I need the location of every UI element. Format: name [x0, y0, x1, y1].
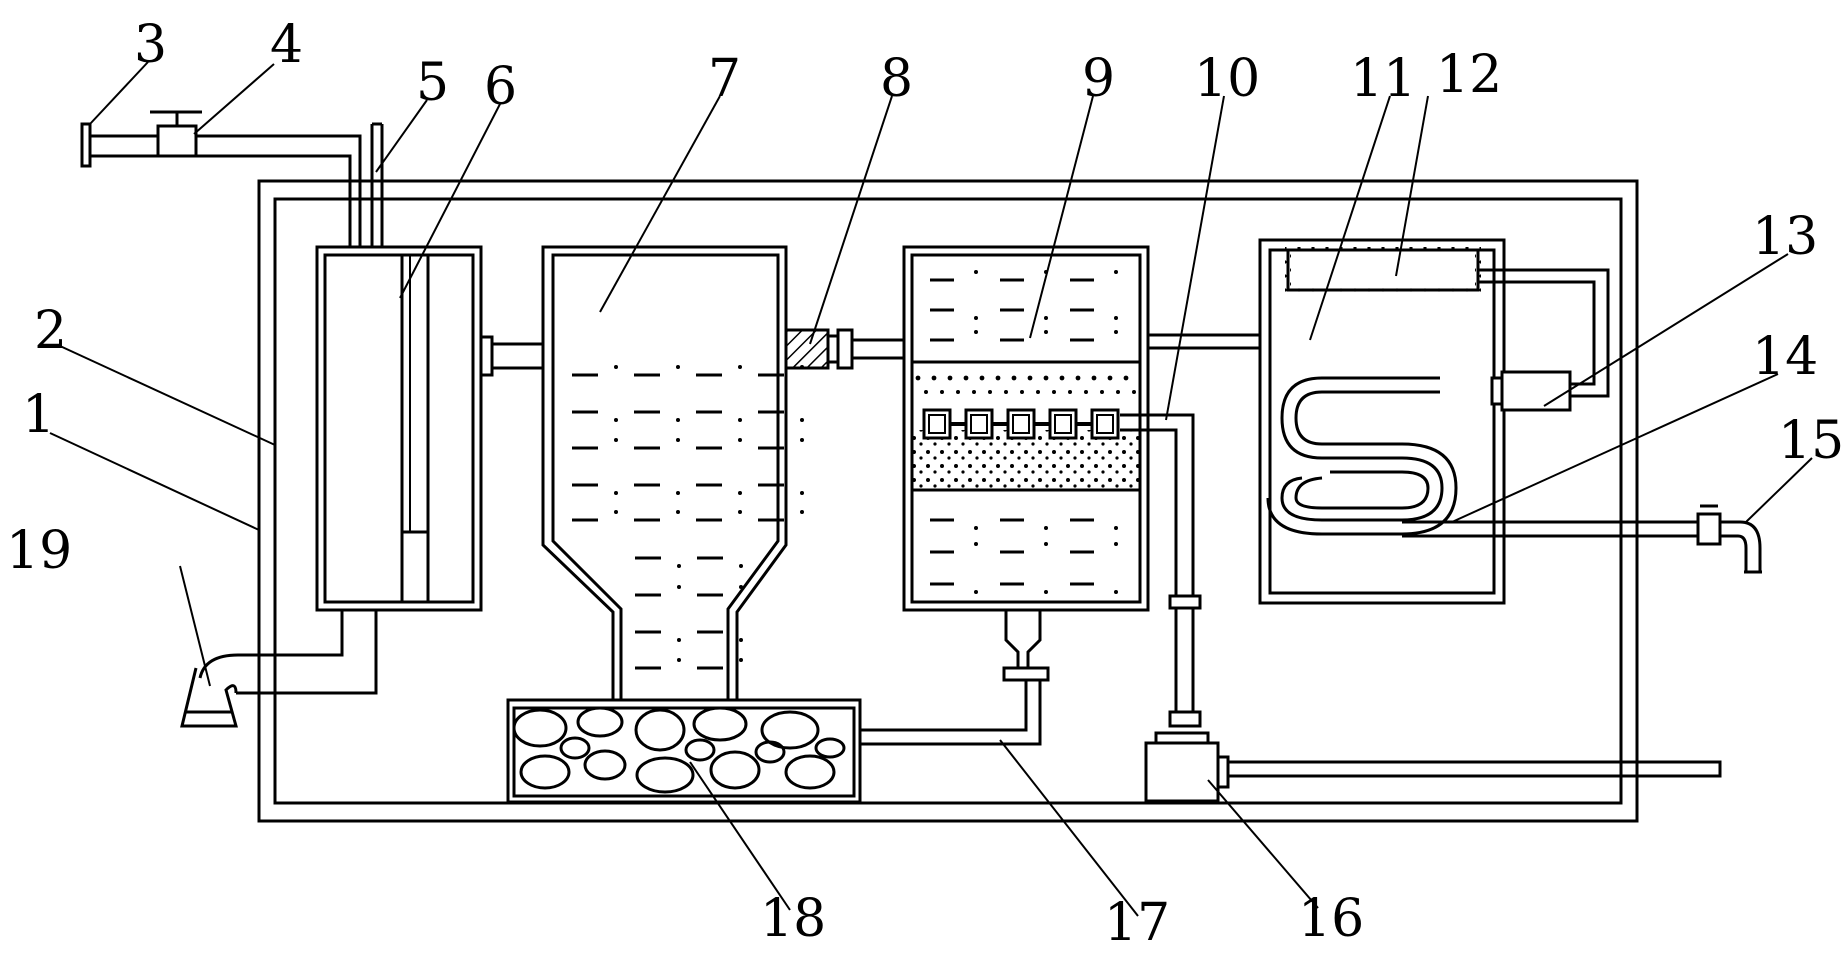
label-14: 14 [1752, 327, 1818, 387]
label-9: 9 [1082, 49, 1115, 109]
label-15: 15 [1778, 411, 1844, 471]
pump-feed-pipe [1120, 413, 1202, 728]
connector-9-11 [1148, 333, 1260, 350]
coil-pipe [1266, 376, 1710, 538]
inlet-pipe [80, 122, 384, 247]
label-5: 5 [416, 53, 449, 113]
label-1: 1 [22, 385, 55, 445]
outer-housing [257, 179, 1639, 823]
label-10: 10 [1194, 49, 1260, 109]
label-17: 17 [1104, 893, 1170, 953]
label-12: 12 [1436, 45, 1502, 105]
primary-tank [315, 245, 483, 612]
label-6: 6 [484, 57, 517, 117]
label-19: 19 [6, 521, 72, 581]
inlet-valve [150, 110, 202, 158]
hopper-tank [541, 245, 804, 702]
label-16: 16 [1298, 889, 1364, 949]
label-13: 13 [1752, 207, 1818, 267]
label-4: 4 [270, 15, 303, 75]
label-18: 18 [760, 889, 826, 949]
coil-tank [1258, 238, 1506, 605]
heater-pump [1478, 268, 1610, 412]
label-2: 2 [34, 301, 67, 361]
label-3: 3 [134, 15, 167, 75]
filtration-tank [902, 245, 1150, 612]
pump [1144, 731, 1722, 803]
return-pipe [860, 610, 1050, 746]
outlet-tap [1696, 504, 1762, 574]
part-labels: 1 2 3 4 5 6 7 8 9 10 11 12 13 14 15 16 1… [6, 15, 1844, 953]
label-8: 8 [880, 49, 913, 109]
leader-lines [49, 61, 1813, 917]
label-7: 7 [708, 49, 741, 109]
lower-outlet-pipe [180, 610, 378, 728]
filter-plug [784, 328, 904, 370]
rock-chamber [506, 698, 862, 804]
connector-6-7 [479, 335, 543, 377]
label-11: 11 [1350, 49, 1416, 109]
